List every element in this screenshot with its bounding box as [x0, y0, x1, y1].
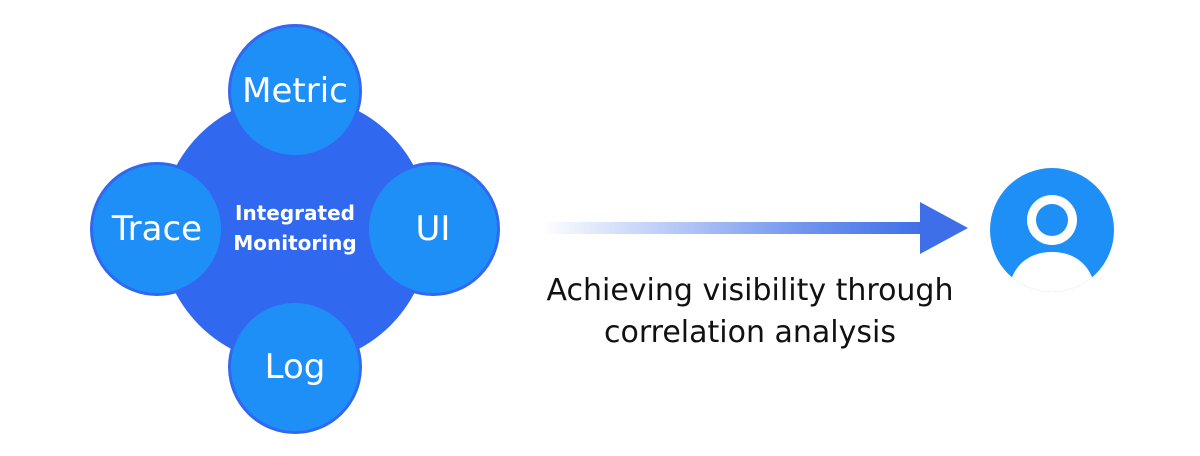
flow-arrow — [540, 202, 968, 254]
arrow-head — [920, 202, 968, 254]
metric-node: Metric — [228, 24, 362, 158]
hub-label-line-2: Monitoring — [233, 231, 357, 255]
metric-node-label: Metric — [242, 71, 348, 111]
log-node-label: Log — [264, 347, 326, 387]
hub-label: Integrated Monitoring — [215, 198, 375, 258]
ui-node-label: UI — [415, 209, 451, 249]
arrow-shaft — [540, 222, 922, 234]
ui-node: UI — [366, 162, 500, 296]
hub-label-line-1: Integrated — [235, 201, 355, 225]
arrow-caption: Achieving visibility through correlation… — [480, 270, 1020, 354]
trace-node-label: Trace — [111, 209, 203, 249]
caption-line-2: correlation analysis — [604, 315, 896, 350]
caption-line-1: Achieving visibility through — [546, 273, 954, 308]
user-icon — [990, 168, 1114, 292]
trace-node: Trace — [90, 162, 224, 296]
log-node: Log — [228, 300, 362, 434]
